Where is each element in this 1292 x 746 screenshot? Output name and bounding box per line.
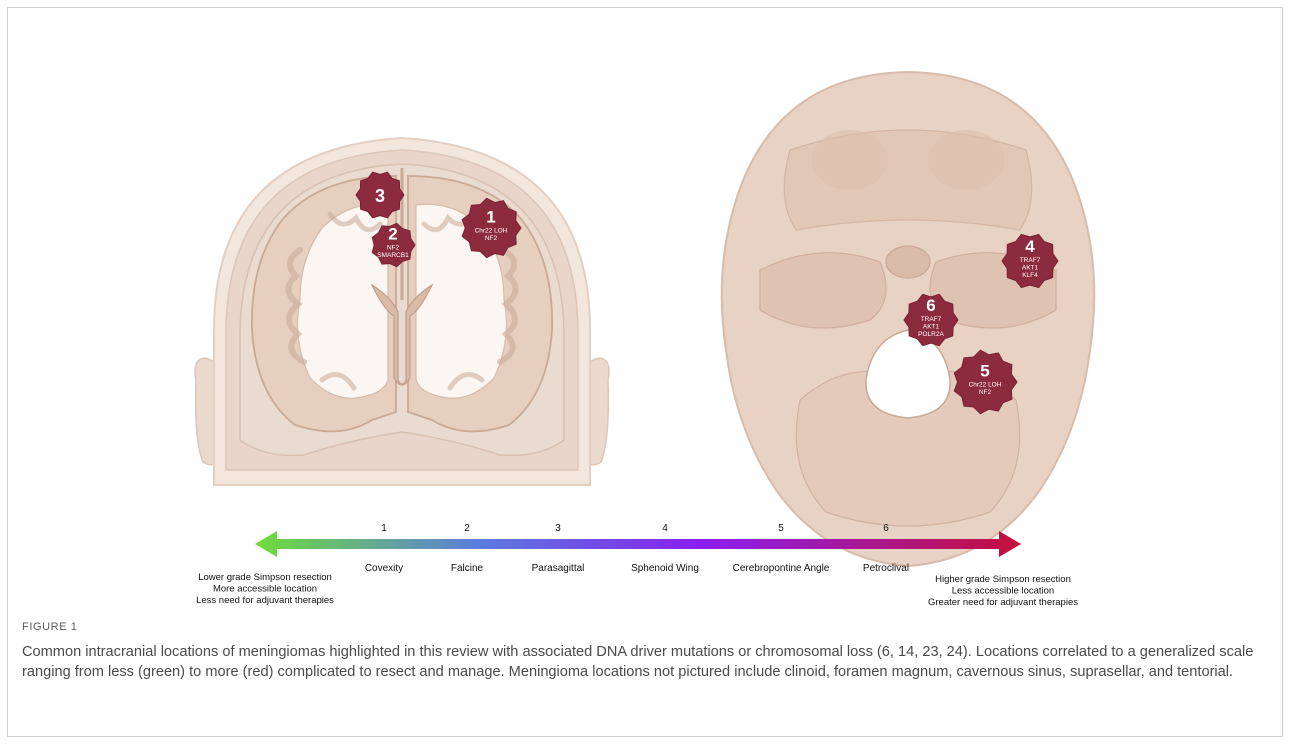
tumor-number: 5 [980,362,989,381]
tumor-mutation-label: NF2 [485,235,498,242]
tumor-number: 1 [486,208,495,227]
scale-tick-number: 6 [883,523,889,534]
tumor-mutation-label: NF2 [979,389,992,396]
figure-caption: Common intracranial locations of meningi… [22,642,1257,682]
scale-tick-number: 1 [381,523,387,534]
coronal-brain-illustration [195,138,609,485]
scale-tick-label: Falcine [451,563,484,574]
tumor-number: 6 [926,296,935,315]
tumor-number: 4 [1025,237,1035,256]
scale-right-description: Less accessible location [952,586,1054,597]
tumor-mutation-label: AKT1 [1022,264,1039,271]
tumor-mutation-label: POLR2A [918,331,944,338]
scale-left-description: Less need for adjuvant therapies [196,595,334,606]
tumor-number: 3 [375,186,385,206]
figure-illustration: 1Chr22 LOHNF22NF2SMARCB134TRAF7AKT1KLF45… [0,0,1292,620]
scale-tick-number: 2 [464,523,470,534]
scale-tick-label: Sphenoid Wing [631,563,699,574]
scale-right-description: Higher grade Simpson resection [935,574,1071,585]
scale-tick-label: Parasagittal [532,563,585,574]
tumor-mutation-label: NF2 [387,245,400,252]
scale-left-description: More accessible location [213,584,317,595]
tumor-mutation-label: AKT1 [923,323,940,330]
tumor-mutation-label: TRAF7 [1020,257,1041,264]
scale-right-description: Greater need for adjuvant therapies [928,597,1078,608]
scale-tick-label: Covexity [365,563,403,574]
scale-tick-label: Cerebropontine Angle [733,563,830,574]
scale-left-description: Lower grade Simpson resection [198,572,332,583]
figure-label: FIGURE 1 [22,621,78,633]
scale-tick-number: 3 [555,523,561,534]
tumor-mutation-label: KLF4 [1022,272,1038,279]
scale-tick-number: 4 [662,523,668,534]
tumor-mutation-label: Chr22 LOH [969,382,1002,389]
tumor-mutation-label: TRAF7 [921,316,942,323]
tumor-mutation-label: Chr22 LOH [475,228,508,235]
scale-tick-number: 5 [778,523,784,534]
scale-tick-label: Petroclival [863,563,909,574]
tumor-number: 2 [388,225,397,244]
tumor-mutation-label: SMARCB1 [377,252,409,259]
